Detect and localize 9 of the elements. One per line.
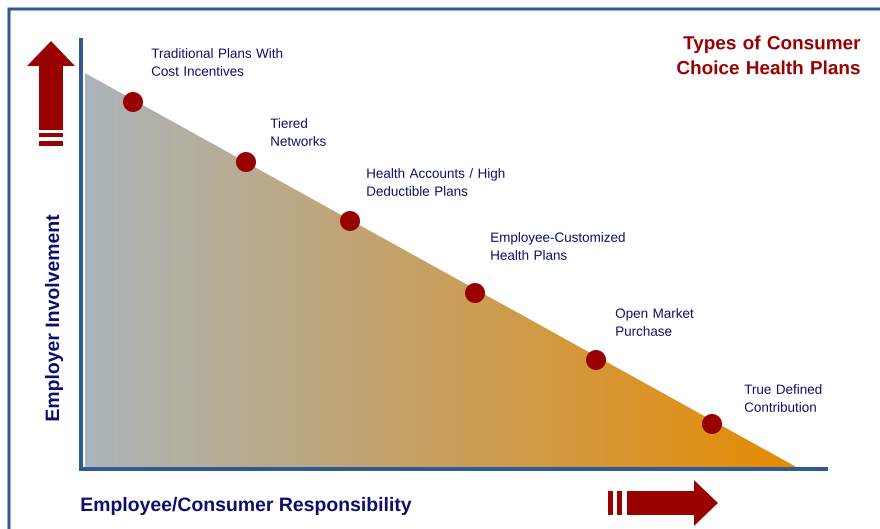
chart-title: Types of Consumer Choice Health Plans <box>677 36 860 74</box>
axis-label: Employer Involvement <box>44 214 64 420</box>
plan-label: Health Accounts / High Deductible Plans <box>367 168 504 196</box>
axis-label: Employee/Consumer Responsibility <box>82 496 412 516</box>
plan-label: True Defined Contribution <box>744 384 822 412</box>
plan-label: Traditional Plans With Cost Incentives <box>152 48 282 76</box>
plan-label: Tiered Networks <box>270 118 326 146</box>
plan-label: Open Market Purchase <box>616 308 694 336</box>
plan-label: Employee-Customized Health Plans <box>491 232 625 260</box>
